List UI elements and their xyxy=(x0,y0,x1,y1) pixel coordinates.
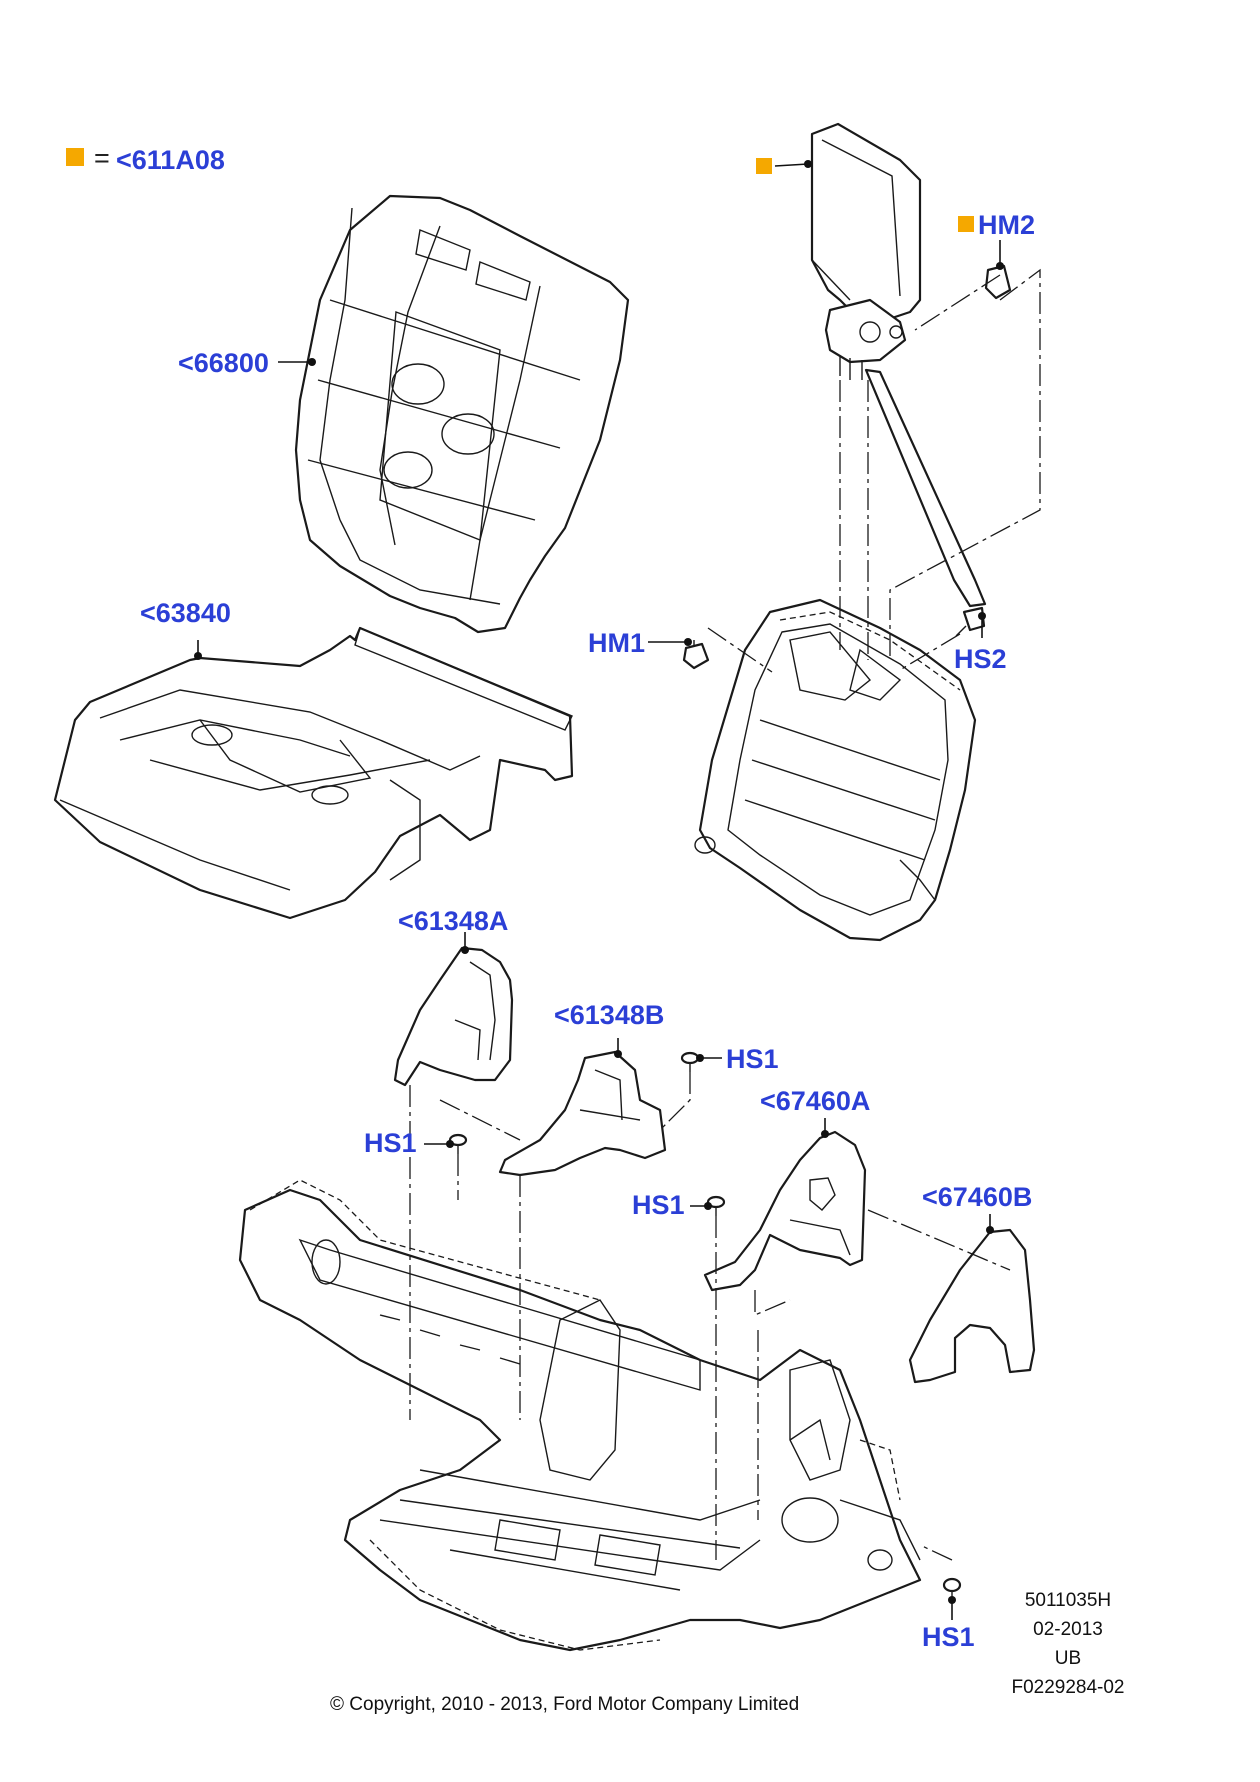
hm2-marker-icon xyxy=(958,216,974,232)
cushion-pad[interactable] xyxy=(53,626,574,920)
frame-bolt-hs2[interactable] xyxy=(955,606,986,637)
headrest[interactable] xyxy=(810,122,987,608)
backrest-pad[interactable] xyxy=(294,194,630,634)
label-66800[interactable]: <66800 xyxy=(178,348,269,378)
copyright: © Copyright, 2010 - 2013, Ford Motor Com… xyxy=(330,1694,799,1715)
headrest-marker-icon xyxy=(756,158,772,174)
part-labels: <66800 <63840 HM1 HM2 HS2 <61348A <61348… xyxy=(140,210,1035,1652)
drawing-number: 5011035H xyxy=(1025,1590,1111,1611)
headrest-nut-hm1[interactable] xyxy=(682,640,710,670)
trim-67460b[interactable] xyxy=(908,1228,1036,1384)
legend-equals: = xyxy=(94,143,110,173)
drawing-code: UB xyxy=(1055,1648,1081,1669)
drawing-date: 02-2013 xyxy=(1033,1619,1103,1640)
leaders xyxy=(194,158,1004,1620)
legend-code[interactable]: <611A08 xyxy=(116,145,225,175)
label-67460a[interactable]: <67460A xyxy=(760,1086,870,1116)
label-63840[interactable]: <63840 xyxy=(140,598,231,628)
label-61348b[interactable]: <61348B xyxy=(554,1000,664,1030)
legend-marker-icon xyxy=(66,148,84,166)
screw-hs1-a[interactable] xyxy=(680,1051,700,1072)
trim-61348a[interactable] xyxy=(393,946,514,1087)
trim-67460a[interactable] xyxy=(703,1130,867,1292)
label-hs2[interactable]: HS2 xyxy=(954,644,1007,674)
label-hm1[interactable]: HM1 xyxy=(588,628,645,658)
assembly-centerlines xyxy=(409,268,1041,1561)
label-hm2[interactable]: HM2 xyxy=(978,210,1035,240)
label-61348a[interactable]: <61348A xyxy=(398,906,508,936)
seatback-frame[interactable] xyxy=(694,598,977,942)
label-hs1-b[interactable]: HS1 xyxy=(364,1128,417,1158)
label-67460b[interactable]: <67460B xyxy=(922,1182,1032,1212)
label-hs1-c[interactable]: HS1 xyxy=(632,1190,685,1220)
figure-id: F0229284-02 xyxy=(1011,1677,1124,1698)
trim-61348b[interactable] xyxy=(498,1050,667,1177)
legend: = <611A08 xyxy=(66,143,225,175)
drawing-meta: 5011035H 02-2013 UB F0229284-02 xyxy=(1011,1590,1124,1698)
label-hs1-a[interactable]: HS1 xyxy=(726,1044,779,1074)
label-hs1-d[interactable]: HS1 xyxy=(922,1622,975,1652)
